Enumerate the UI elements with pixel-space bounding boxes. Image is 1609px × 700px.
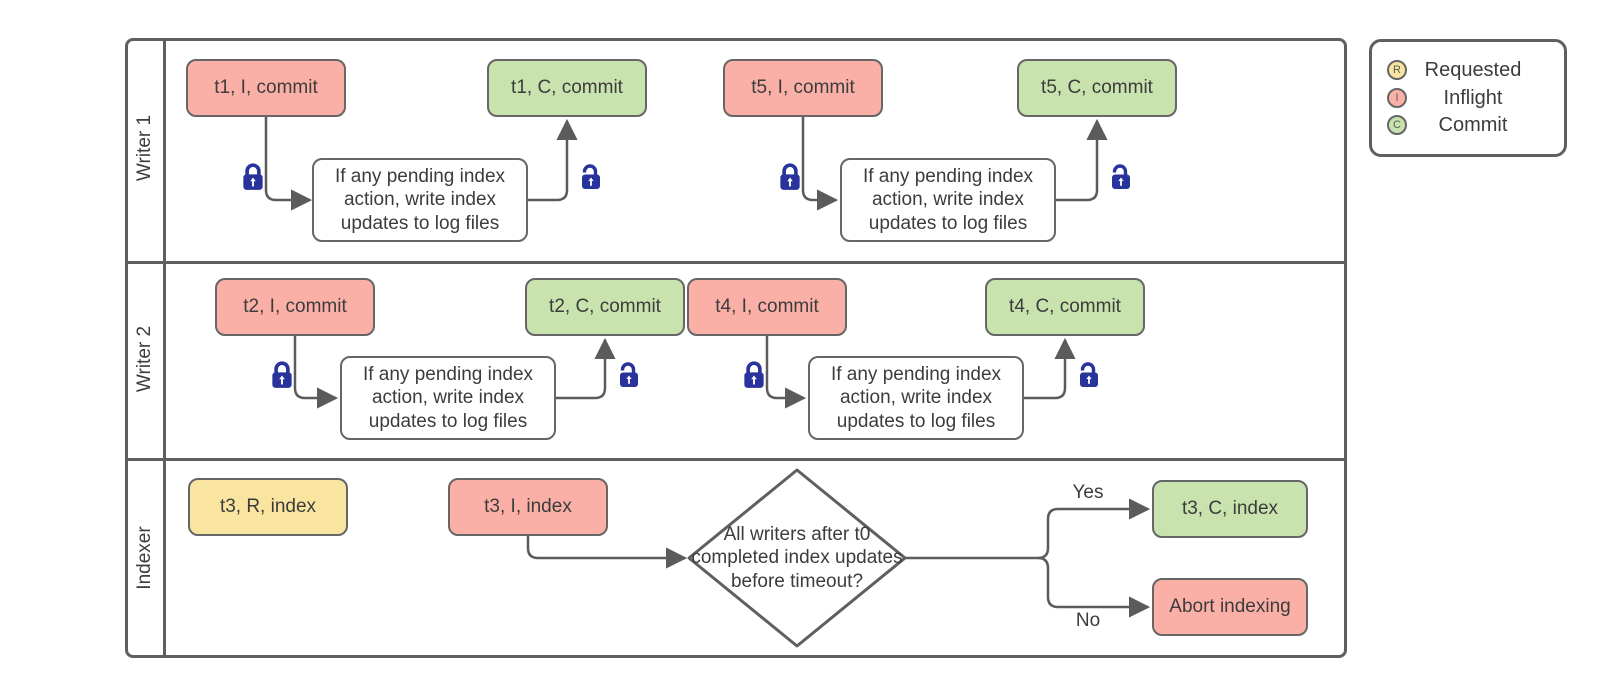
node-t1-inflight: t1, I, commit	[186, 59, 346, 117]
connector-t5-inflight-to-note	[801, 117, 839, 211]
commit-state-icon: C	[1387, 115, 1407, 135]
node-t3-requested: t3, R, index	[188, 478, 348, 536]
lock-closed-icon	[780, 163, 800, 190]
requested-state-icon: R	[1387, 60, 1407, 80]
connector-t3-inflight-to-decision	[526, 536, 688, 569]
node-t1-commit: t1, C, commit	[487, 59, 647, 117]
note-pending-index-4: If any pending index action, write index…	[808, 356, 1024, 440]
legend-label-requested: Requested	[1424, 59, 1522, 81]
lane-label-writer-2: Writer 2	[134, 325, 155, 393]
lock-closed-icon	[744, 361, 764, 388]
lock-closed-icon	[272, 361, 292, 388]
connector-decision-no-to-abort	[1037, 556, 1151, 618]
node-t2-commit: t2, C, commit	[525, 278, 685, 336]
note-pending-index-1: If any pending index action, write index…	[312, 158, 528, 242]
lock-open-icon	[582, 164, 600, 189]
node-t3-inflight: t3, I, index	[448, 478, 608, 536]
swimlane-pool	[125, 38, 1347, 658]
connector-note-to-t4-commit	[1024, 337, 1076, 400]
note-pending-index-3: If any pending index action, write index…	[340, 356, 556, 440]
node-t2-inflight: t2, I, commit	[215, 278, 375, 336]
lane-label-writer-1: Writer 1	[134, 114, 155, 182]
inflight-state-icon: I	[1387, 88, 1407, 108]
lock-open-icon	[620, 362, 638, 387]
lock-open-icon	[1080, 362, 1098, 387]
lane-title-divider	[163, 38, 166, 658]
legend-label-commit: Commit	[1438, 114, 1508, 136]
lock-closed-icon	[243, 163, 263, 190]
connector-note-to-t2-commit	[556, 337, 616, 400]
lane-label-indexer: Indexer	[134, 526, 155, 590]
decision-diamond-shape	[687, 468, 907, 648]
connector-note-to-t5-commit	[1056, 118, 1108, 202]
note-pending-index-2: If any pending index action, write index…	[840, 158, 1056, 242]
decision-diamond: All writers after t0 completed index upd…	[691, 524, 903, 592]
lane-divider-2	[125, 458, 1347, 461]
node-abort-indexing: Abort indexing	[1152, 578, 1308, 636]
node-t4-inflight: t4, I, commit	[687, 278, 847, 336]
node-t3-commit: t3, C, index	[1152, 480, 1308, 538]
edge-label-yes: Yes	[1072, 482, 1104, 503]
node-t4-commit: t4, C, commit	[985, 278, 1145, 336]
node-t5-commit: t5, C, commit	[1017, 59, 1177, 117]
legend-label-inflight: Inflight	[1443, 87, 1503, 109]
edge-label-no: No	[1075, 610, 1101, 631]
connector-t1-inflight-to-note	[264, 117, 313, 211]
lock-open-icon	[1112, 164, 1130, 189]
connector-t4-inflight-to-note	[765, 336, 807, 409]
node-t5-inflight: t5, I, commit	[723, 59, 883, 117]
connector-t2-inflight-to-note	[293, 336, 339, 409]
connector-note-to-t1-commit	[528, 118, 578, 202]
lane-divider-1	[125, 261, 1347, 264]
